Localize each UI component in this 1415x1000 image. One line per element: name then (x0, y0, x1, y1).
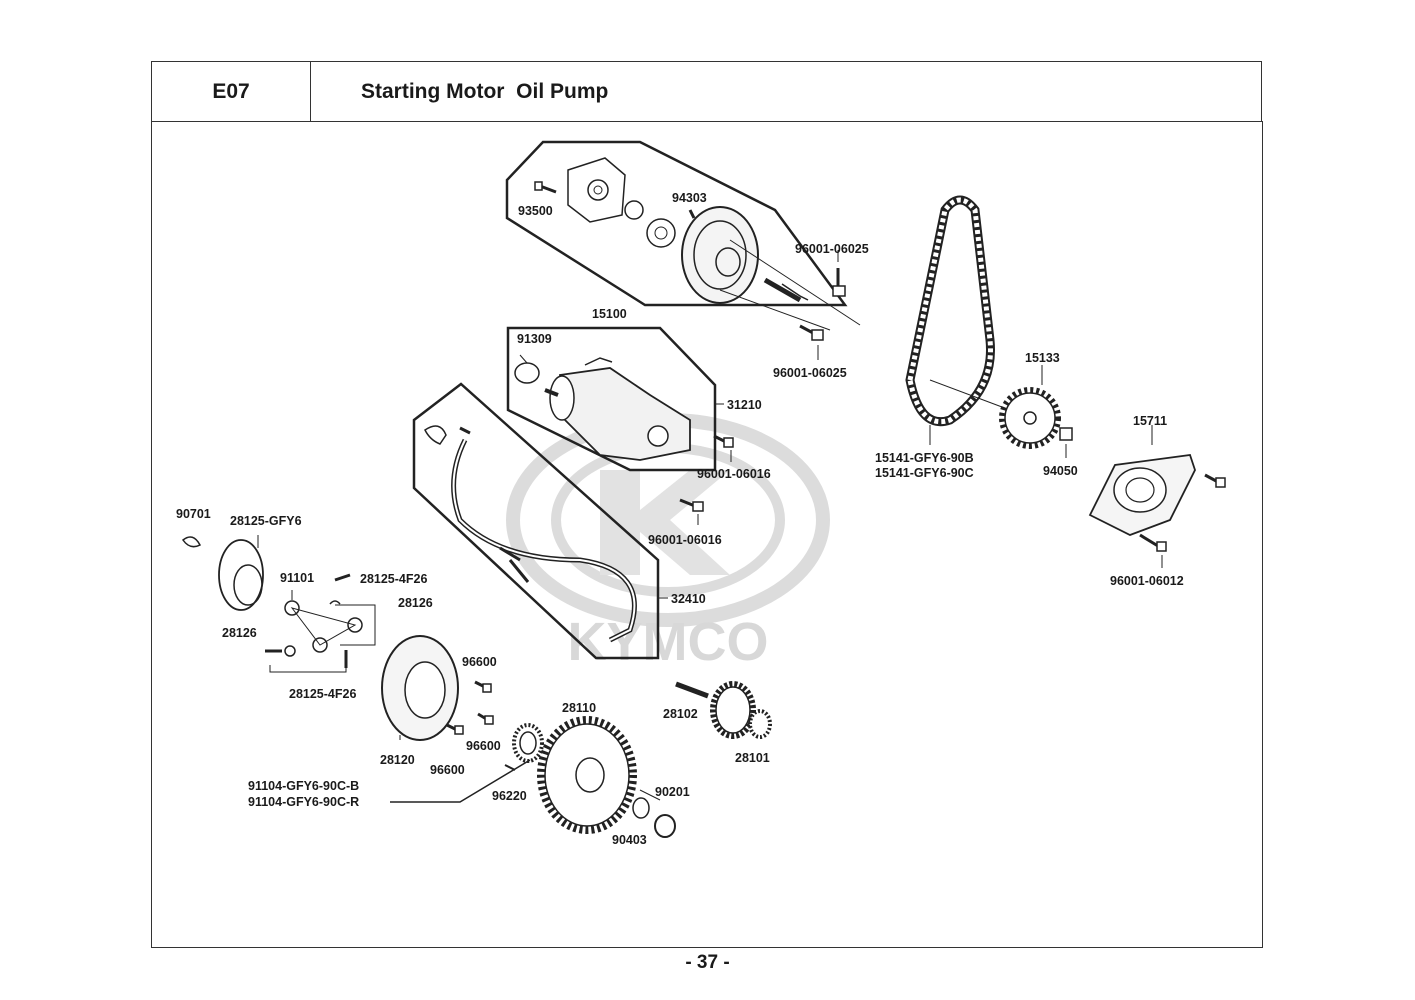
part-label: 94303 (672, 191, 707, 205)
bolt-96001-06016-a (713, 434, 734, 462)
part-labels: 93500 94303 96001-06025 15100 96001-0602… (176, 191, 1184, 847)
header-table: E07 Starting Motor Oil Pump (151, 61, 1262, 122)
part-label: 96001-06016 (697, 467, 771, 481)
part-label: 28126 (222, 626, 257, 640)
part-label: 96600 (430, 763, 465, 777)
starter-cable-group (412, 382, 668, 660)
bolt-96001-06025-top (832, 250, 846, 297)
part-label: 96600 (466, 739, 501, 753)
one-way-clutch-parts (181, 535, 376, 673)
part-label: 28125-4F26 (360, 572, 427, 586)
part-label: 15100 (592, 307, 627, 321)
part-label: 28101 (735, 751, 770, 765)
part-label: 96600 (462, 655, 497, 669)
part-label: 93500 (518, 204, 553, 218)
part-label: 94050 (1043, 464, 1078, 478)
starter-clutch-housing (381, 635, 494, 741)
part-label: 28120 (380, 753, 415, 767)
page-title: Starting Motor Oil Pump (361, 80, 609, 103)
part-label: 28126 (398, 596, 433, 610)
part-label: 96001-06025 (795, 242, 869, 256)
diagram-frame (151, 121, 1263, 948)
section-code: E07 (152, 62, 311, 122)
part-label: 15141-GFY6-90C (875, 466, 974, 480)
part-label: 28110 (562, 701, 596, 715)
starter-motor-group (506, 326, 724, 472)
tensioner-cover (1088, 425, 1226, 568)
cam-chain (905, 195, 1011, 445)
part-label: 28125-GFY6 (230, 514, 302, 528)
part-label: 96001-06025 (773, 366, 847, 380)
watermark-text: KYMCO (568, 612, 769, 672)
part-label: 15711 (1133, 414, 1167, 428)
part-label: 91309 (517, 332, 552, 346)
part-label: 90701 (176, 507, 211, 521)
part-label: 28125-4F26 (289, 687, 356, 701)
part-label: 90403 (612, 833, 647, 847)
part-label: 91101 (280, 571, 314, 585)
part-label: 91104-GFY6-90C-R (248, 795, 359, 809)
needle-bearing (390, 723, 544, 803)
bolt-96001-06016-b (679, 498, 704, 525)
cam-sprocket (999, 365, 1073, 458)
kymco-watermark: KYMCO (506, 413, 830, 672)
part-label: 32410 (671, 592, 706, 606)
bolt-96001-06025-bottom (799, 324, 824, 360)
part-label: 90201 (655, 785, 690, 799)
part-label: 31210 (727, 398, 762, 412)
part-label: 96001-06016 (648, 533, 722, 547)
part-label: 28102 (663, 707, 698, 721)
part-label: 15141-GFY6-90B (875, 451, 974, 465)
part-label: 96001-06012 (1110, 574, 1184, 588)
part-label: 91104-GFY6-90C-B (248, 779, 359, 793)
part-label: 15133 (1025, 351, 1060, 365)
starter-driven-gear (537, 716, 676, 838)
page-number: - 37 - (685, 952, 730, 973)
idle-gear (675, 681, 772, 739)
part-label: 96220 (492, 789, 527, 803)
oil-pump-group (505, 140, 861, 331)
